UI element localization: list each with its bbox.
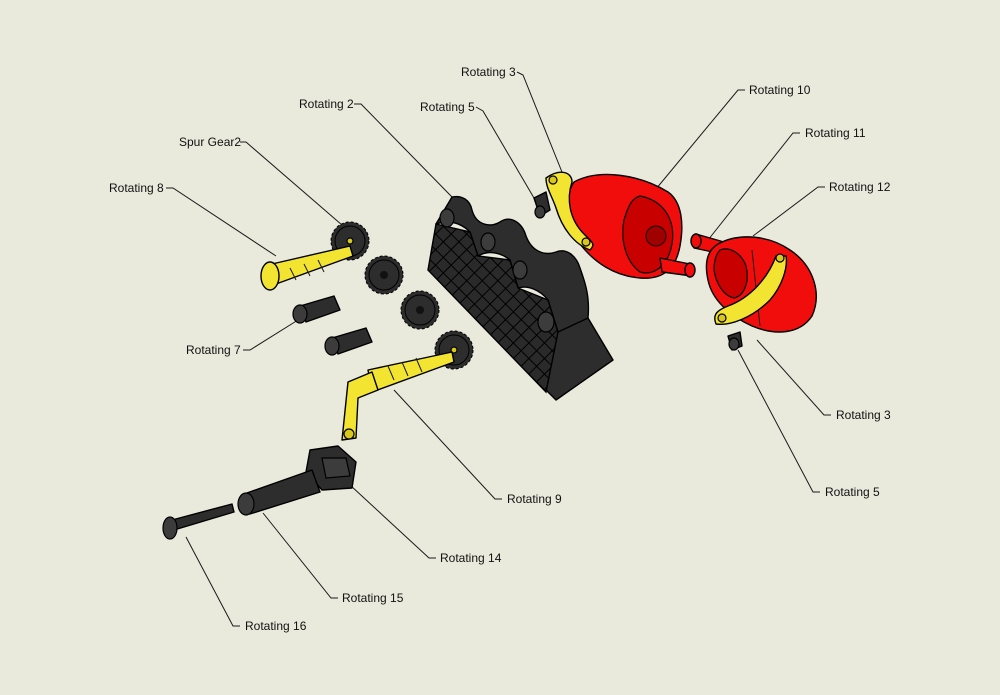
rotating-2-part xyxy=(427,195,614,401)
leader-lines xyxy=(166,71,831,627)
label-rotating-7: Rotating 7 xyxy=(186,343,241,357)
label-rotating-3-right: Rotating 3 xyxy=(836,408,891,422)
rotating-16-part xyxy=(162,503,235,540)
label-rotating-5-right: Rotating 5 xyxy=(825,485,880,499)
label-rotating-12: Rotating 12 xyxy=(829,180,891,194)
label-rotating-11: Rotating 11 xyxy=(805,126,866,140)
label-rotating-5-top: Rotating 5 xyxy=(420,100,475,114)
label-rotating-16: Rotating 16 xyxy=(245,619,307,633)
rotating-5-top-part xyxy=(533,191,551,219)
rotating-10-part xyxy=(566,173,696,279)
rotating-7-part xyxy=(292,295,373,356)
rotating-3-right-part xyxy=(714,253,788,325)
label-rotating-3-top: Rotating 3 xyxy=(461,65,516,79)
rotating-15-part xyxy=(237,469,321,516)
label-rotating-2: Rotating 2 xyxy=(299,97,354,111)
rotating-9-part xyxy=(341,351,455,441)
label-rotating-9: Rotating 9 xyxy=(507,492,562,506)
label-rotating-8: Rotating 8 xyxy=(109,181,164,195)
rotating-5-right-part xyxy=(727,331,743,351)
rotating-3-top-part xyxy=(545,171,594,251)
label-rotating-15: Rotating 15 xyxy=(342,591,404,605)
label-rotating-10: Rotating 10 xyxy=(749,83,811,97)
label-spur-gear2: Spur Gear2 xyxy=(179,135,242,149)
rotating-8-part xyxy=(260,245,354,291)
label-rotating-14: Rotating 14 xyxy=(440,551,502,565)
